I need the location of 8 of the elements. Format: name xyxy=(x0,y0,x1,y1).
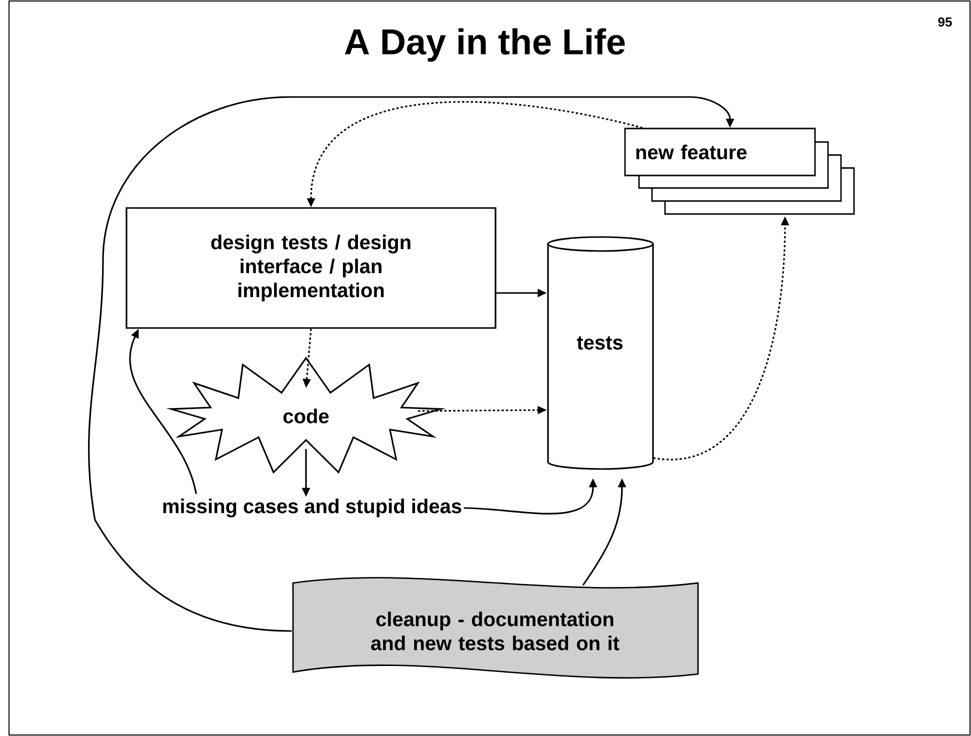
page-number: 95 xyxy=(938,17,952,27)
title: A Day in the Life xyxy=(344,28,625,62)
document-banner: cleanup - documentation and new tests based on it xyxy=(292,577,699,679)
arrow xyxy=(88,96,734,632)
process-box: design tests / design interface / plan implementation xyxy=(126,207,496,329)
database-cylinder: tests xyxy=(547,236,654,470)
note-text: missing cases and stupid ideas xyxy=(163,498,462,518)
stacked-boxes: new feature xyxy=(624,128,855,215)
